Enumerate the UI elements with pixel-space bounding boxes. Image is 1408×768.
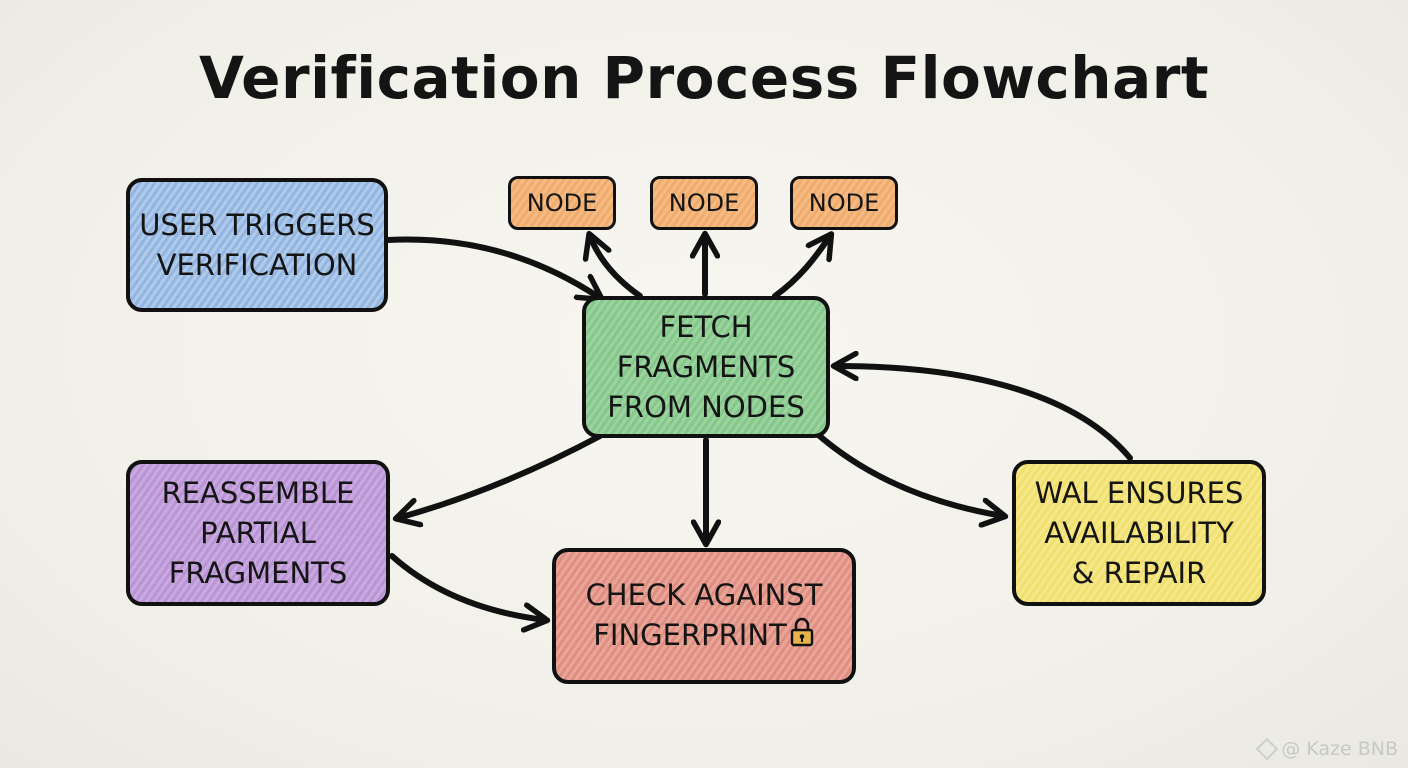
reassemble-line-3: FRAGMENTS (168, 556, 348, 590)
wal-ensures-box: WAL ENSURES AVAILABILITY & REPAIR (1012, 460, 1266, 606)
check-fingerprint-box: CHECK AGAINST FINGERPRINT (552, 548, 856, 684)
user-triggers-line-1: USER TRIGGERS (139, 208, 375, 242)
node-box-label: NODE (808, 189, 880, 217)
fetch-fragments-line-2: FRAGMENTS (616, 350, 796, 384)
reassemble-line-2: PARTIAL (200, 516, 316, 550)
check-fingerprint-line-2: FINGERPRINT (593, 618, 787, 652)
node-box-3: NODE (790, 176, 898, 230)
node-box-label: NODE (668, 189, 740, 217)
user-triggers-line-2: VERIFICATION (156, 248, 358, 282)
edge-fetch-to-wal (812, 429, 1003, 516)
edge-user-to-fetch (385, 236, 600, 298)
edge-reassemble-to-check (389, 553, 545, 620)
lock-icon (789, 617, 815, 657)
watermark: @ Kaze BNB (1255, 737, 1398, 761)
check-fingerprint-line-2-wrap: FINGERPRINT (593, 615, 814, 657)
check-fingerprint-line-1: CHECK AGAINST (585, 578, 823, 612)
edge-fetch-to-node-3 (772, 236, 830, 299)
wal-ensures-line-2: AVAILABILITY (1044, 516, 1234, 550)
reassemble-line-1: REASSEMBLE (161, 476, 355, 510)
node-box-label: NODE (526, 189, 598, 217)
fetch-fragments-box: FETCH FRAGMENTS FROM NODES (582, 296, 830, 438)
wal-ensures-line-1: WAL ENSURES (1034, 476, 1244, 510)
edge-wal-to-fetch (836, 366, 1133, 461)
fetch-fragments-line-3: FROM NODES (607, 390, 805, 424)
reassemble-box: REASSEMBLE PARTIAL FRAGMENTS (126, 460, 390, 606)
fetch-fragments-line-1: FETCH (659, 310, 753, 344)
wal-ensures-line-3: & REPAIR (1071, 556, 1207, 590)
edge-fetch-to-reassemble (398, 433, 603, 518)
user-triggers-box: USER TRIGGERS VERIFICATION (126, 178, 388, 312)
node-box-2: NODE (650, 176, 758, 230)
edge-fetch-to-node-1 (590, 236, 643, 299)
watermark-text: @ Kaze BNB (1281, 738, 1398, 760)
watermark-logo-icon (1255, 737, 1279, 761)
diagram-title: Verification Process Flowchart (198, 44, 1210, 112)
node-box-1: NODE (508, 176, 616, 230)
